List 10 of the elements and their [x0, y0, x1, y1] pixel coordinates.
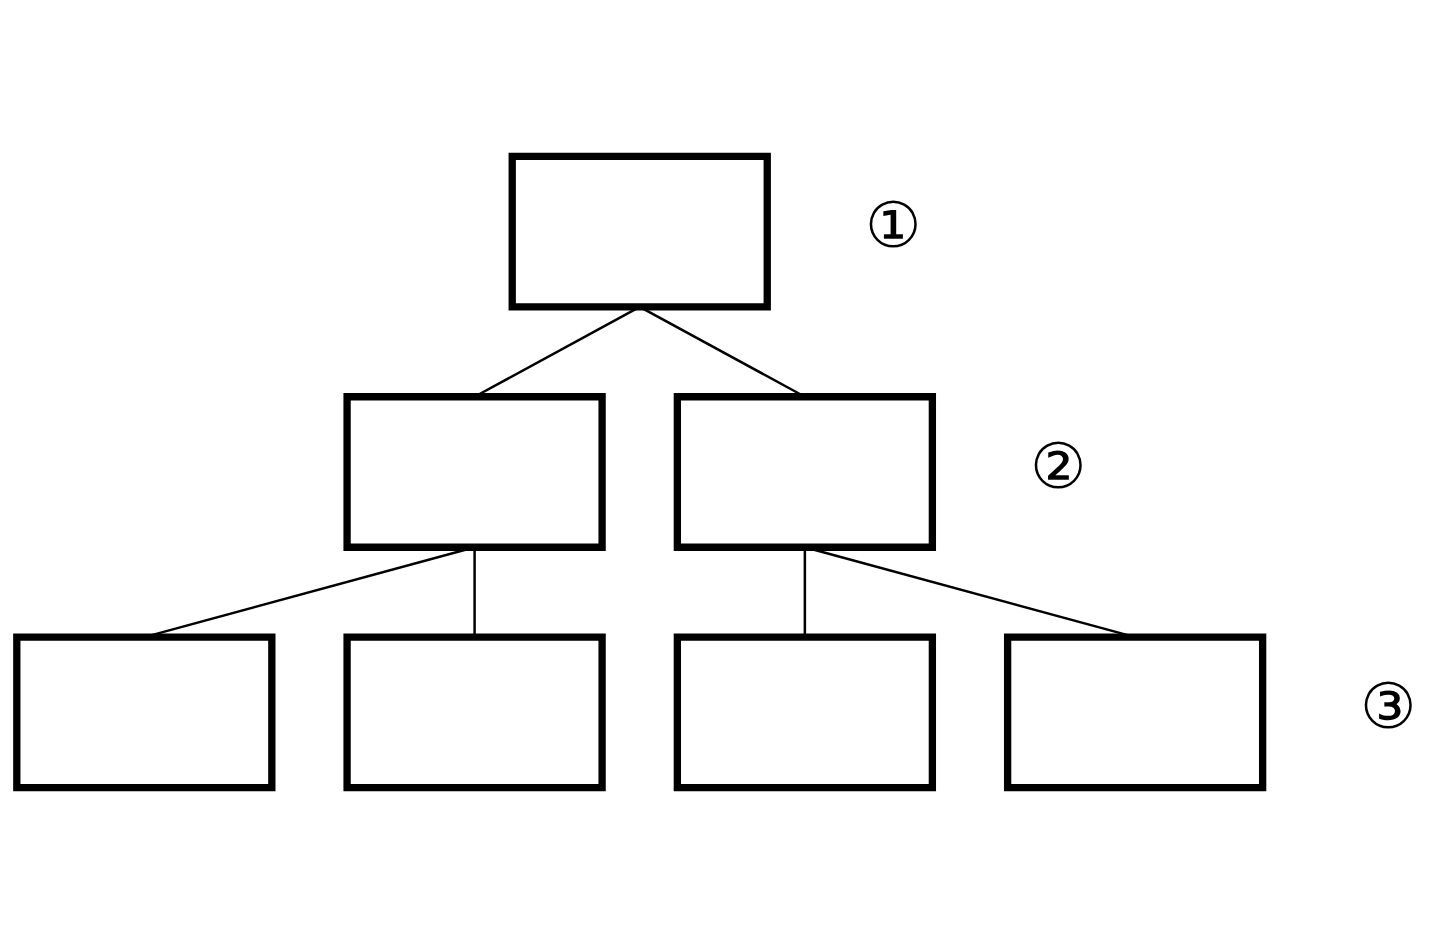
node-box	[673, 633, 937, 792]
label: ①	[864, 189, 921, 263]
node-box	[673, 393, 937, 551]
node-box	[13, 633, 276, 792]
label: ③	[1360, 670, 1417, 744]
node-box	[508, 152, 771, 311]
label: ②	[1029, 429, 1086, 503]
node-box	[343, 633, 606, 792]
node-box	[343, 393, 606, 551]
node-box	[1003, 633, 1267, 792]
